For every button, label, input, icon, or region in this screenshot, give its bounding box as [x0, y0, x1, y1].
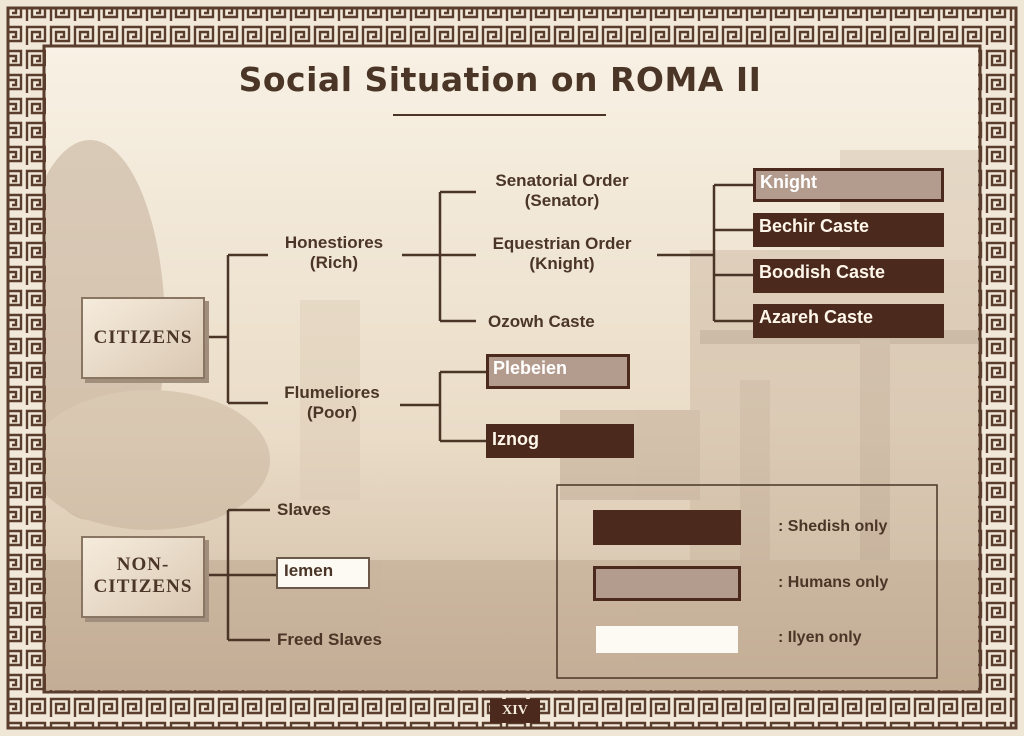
flumeliores-name: Flumeliores: [284, 383, 380, 402]
citizens-group: CITIZENS: [81, 297, 205, 379]
connector-lines: [207, 183, 754, 642]
equestrian-sub: (Knight): [529, 254, 595, 273]
plebeien-box: Plebeien: [486, 354, 630, 389]
slaves-label: Slaves: [277, 500, 331, 519]
legend-label-shedish: : Shedish only: [778, 518, 888, 535]
legend-frame: [556, 484, 938, 679]
legend-label-humans: : Humans only: [778, 574, 889, 591]
iemen-box: Iemen: [276, 557, 370, 589]
bechir-caste-box: Bechir Caste: [753, 213, 944, 247]
legend-swatch-shedish: [593, 510, 741, 545]
non-citizens-label-line1: NON-: [116, 554, 170, 575]
honestiores-name: Honestiores: [284, 233, 384, 252]
senatorial-sub: (Senator): [524, 191, 600, 210]
page-number: XIV: [490, 699, 540, 723]
flumeliores-node: Flumeliores (Poor): [260, 383, 404, 423]
azareh-caste-box: Azareh Caste: [753, 304, 944, 338]
freed-slaves-label: Freed Slaves: [277, 630, 382, 649]
equestrian-name: Equestrian Order: [492, 234, 632, 253]
honestiores-sub: (Rich): [309, 253, 359, 272]
senatorial-node: Senatorial Order (Senator): [474, 171, 650, 211]
equestrian-node: Equestrian Order (Knight): [474, 234, 650, 274]
citizens-group-label: CITIZENS: [93, 327, 193, 348]
iznog-box: Iznog: [486, 424, 634, 458]
legend-swatch-ilyen: [596, 626, 738, 653]
boodish-caste-box: Boodish Caste: [753, 259, 944, 293]
legend-label-ilyen: : Ilyen only: [778, 629, 862, 646]
ozowh-caste-label: Ozowh Caste: [488, 312, 595, 331]
legend-swatch-humans: [593, 566, 741, 601]
non-citizens-label-line2: CITIZENS: [93, 576, 193, 597]
honestiores-node: Honestiores (Rich): [262, 233, 406, 273]
page-title: Social Situation on ROMA II: [238, 60, 762, 99]
non-citizens-group: NON- CITIZENS: [81, 536, 205, 618]
senatorial-name: Senatorial Order: [495, 171, 629, 190]
flumeliores-sub: (Poor): [306, 403, 358, 422]
knight-box: Knight: [753, 168, 944, 202]
